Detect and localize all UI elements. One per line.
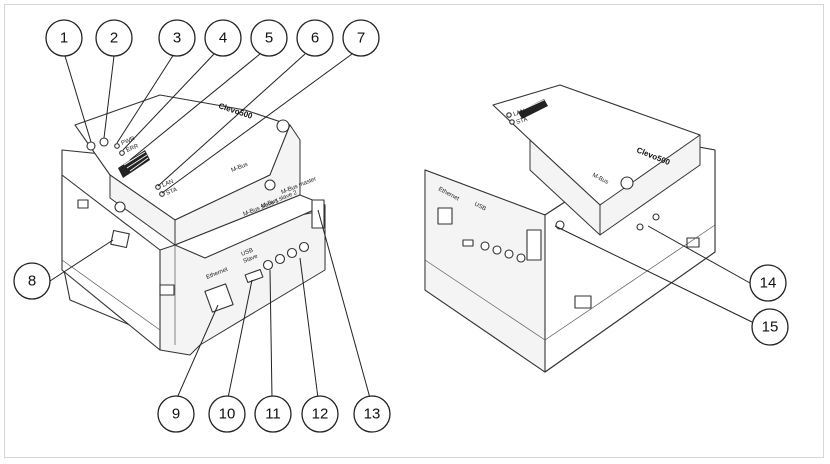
- callout-8: 8: [13, 262, 51, 300]
- terminal-3: [286, 247, 298, 259]
- callout-9: 9: [157, 395, 195, 433]
- right-screw: [620, 176, 634, 190]
- callout-1: 1: [45, 19, 83, 57]
- right-side-hole-2: [652, 213, 660, 221]
- led-lan: [155, 184, 161, 190]
- right-led-lan: [506, 112, 512, 118]
- callout-6: 6: [296, 19, 334, 57]
- callout-10-label: 10: [219, 406, 236, 423]
- side-clip-2: [159, 284, 175, 296]
- led-sta: [159, 191, 165, 197]
- callout-12-label: 12: [312, 406, 329, 423]
- callout-11: 11: [254, 395, 292, 433]
- callout-3: 3: [158, 19, 196, 57]
- led-err: [119, 150, 125, 156]
- led-1: [86, 141, 96, 151]
- callout-5: 5: [250, 19, 288, 57]
- callout-14-label: 14: [760, 275, 777, 292]
- callout-15-label: 15: [762, 319, 779, 336]
- err-label: ERR: [126, 143, 141, 154]
- ethernet-port: [204, 283, 234, 313]
- callout-7: 7: [342, 19, 380, 57]
- knob: [264, 179, 276, 191]
- screw: [276, 119, 290, 133]
- callout-5-label: 5: [265, 30, 273, 47]
- callout-4-label: 4: [219, 30, 227, 47]
- callout-4: 4: [204, 19, 242, 57]
- side-hole: [114, 201, 126, 213]
- right-terminal-2: [492, 245, 502, 255]
- callout-1-label: 1: [60, 30, 68, 47]
- right-knob: [555, 220, 565, 230]
- right-sta-label: STA: [516, 117, 529, 126]
- slave-label: Slave: [243, 253, 260, 264]
- lan-label: LAN: [162, 179, 175, 189]
- callout-2-label: 2: [110, 30, 118, 47]
- callout-11-label: 11: [265, 406, 281, 423]
- right-bottom-clip: [574, 295, 592, 309]
- callout-2: 2: [95, 19, 133, 57]
- callout-10: 10: [208, 395, 246, 433]
- right-usb-label: USB: [473, 201, 487, 212]
- right-ethernet-port: [437, 207, 453, 225]
- right-device-drawing: Clevo500 LAN STA Ethernet USB M-Bus: [424, 84, 716, 373]
- right-master-port: [526, 229, 542, 261]
- callout-12: 12: [301, 395, 339, 433]
- barcode-right: [518, 99, 548, 119]
- callout-13: 13: [353, 395, 391, 433]
- right-usb-port: [462, 239, 474, 247]
- led-pwr: [114, 143, 120, 149]
- callout-13-label: 13: [364, 406, 381, 423]
- right-terminal-1: [480, 241, 490, 251]
- callout-9-label: 9: [172, 406, 180, 423]
- right-side-hole-1: [636, 223, 644, 231]
- right-lan-label: LAN: [513, 109, 526, 118]
- left-device-drawing: Clevo500 PWR ERR LAN STA Ethernet USB Sl…: [61, 94, 326, 356]
- terminal-2: [274, 253, 286, 265]
- usb-port: [244, 268, 264, 284]
- callout-3-label: 3: [173, 30, 181, 47]
- right-terminal-3: [504, 249, 514, 259]
- terminal-4: [298, 241, 310, 253]
- callout-7-label: 7: [357, 30, 365, 47]
- leader-lines: [49, 53, 753, 399]
- right-side-clip: [686, 237, 700, 248]
- barcode: [118, 150, 150, 178]
- led-2: [99, 137, 109, 147]
- callout-8-label: 8: [28, 273, 36, 290]
- side-clip: [77, 199, 89, 209]
- right-terminal-4: [516, 253, 526, 263]
- right-led-sta: [509, 119, 515, 125]
- callout-14: 14: [749, 264, 787, 302]
- pwr-label: PWR: [121, 136, 137, 147]
- sta-label: STA: [166, 187, 179, 197]
- usb-label: USB: [241, 248, 255, 258]
- side-slot: [110, 229, 130, 249]
- callout-6-label: 6: [311, 30, 319, 47]
- terminal-1: [262, 259, 274, 271]
- callout-15: 15: [751, 308, 789, 346]
